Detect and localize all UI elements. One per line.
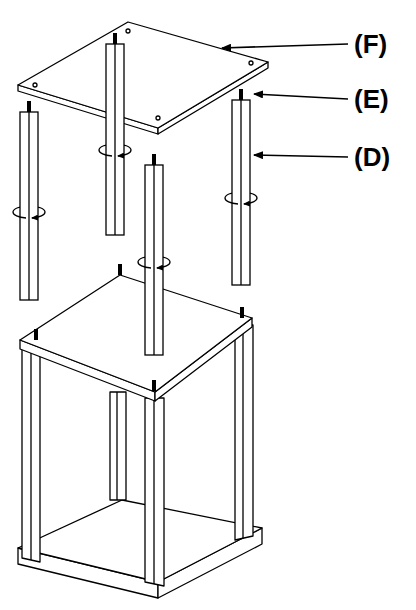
rotation-arrow: [138, 262, 151, 268]
post: [99, 33, 131, 235]
dowel: [27, 101, 31, 112]
base-plate: [18, 500, 262, 598]
rotation-arrow: [32, 212, 45, 218]
rotation-arrow: [157, 262, 170, 268]
post-edge: [28, 112, 29, 300]
post-body: [106, 44, 124, 235]
dowel: [152, 154, 156, 165]
post-body: [232, 100, 250, 285]
top-plate: [18, 22, 268, 134]
part-label: (E): [354, 86, 389, 112]
rotation-arrow: [13, 212, 26, 218]
post: [225, 89, 257, 285]
rotation-arrow: [225, 198, 238, 204]
post-edge: [153, 165, 154, 355]
post-body: [145, 165, 163, 355]
part-label: (F): [354, 31, 387, 57]
post-edge: [240, 100, 241, 285]
middle-plate: [20, 275, 252, 401]
rotation-arrow: [99, 150, 112, 156]
part-label: (D): [354, 144, 390, 170]
post: [13, 101, 45, 300]
post-edge: [114, 44, 115, 235]
leader-lines: [222, 44, 348, 157]
rotation-arrow: [118, 150, 131, 156]
post: [138, 154, 170, 355]
dowels: [34, 264, 244, 391]
dowel: [239, 89, 243, 100]
dowel: [113, 33, 117, 44]
rotation-arrow: [244, 198, 257, 204]
loose-posts: [13, 33, 257, 355]
post-body: [20, 112, 38, 300]
